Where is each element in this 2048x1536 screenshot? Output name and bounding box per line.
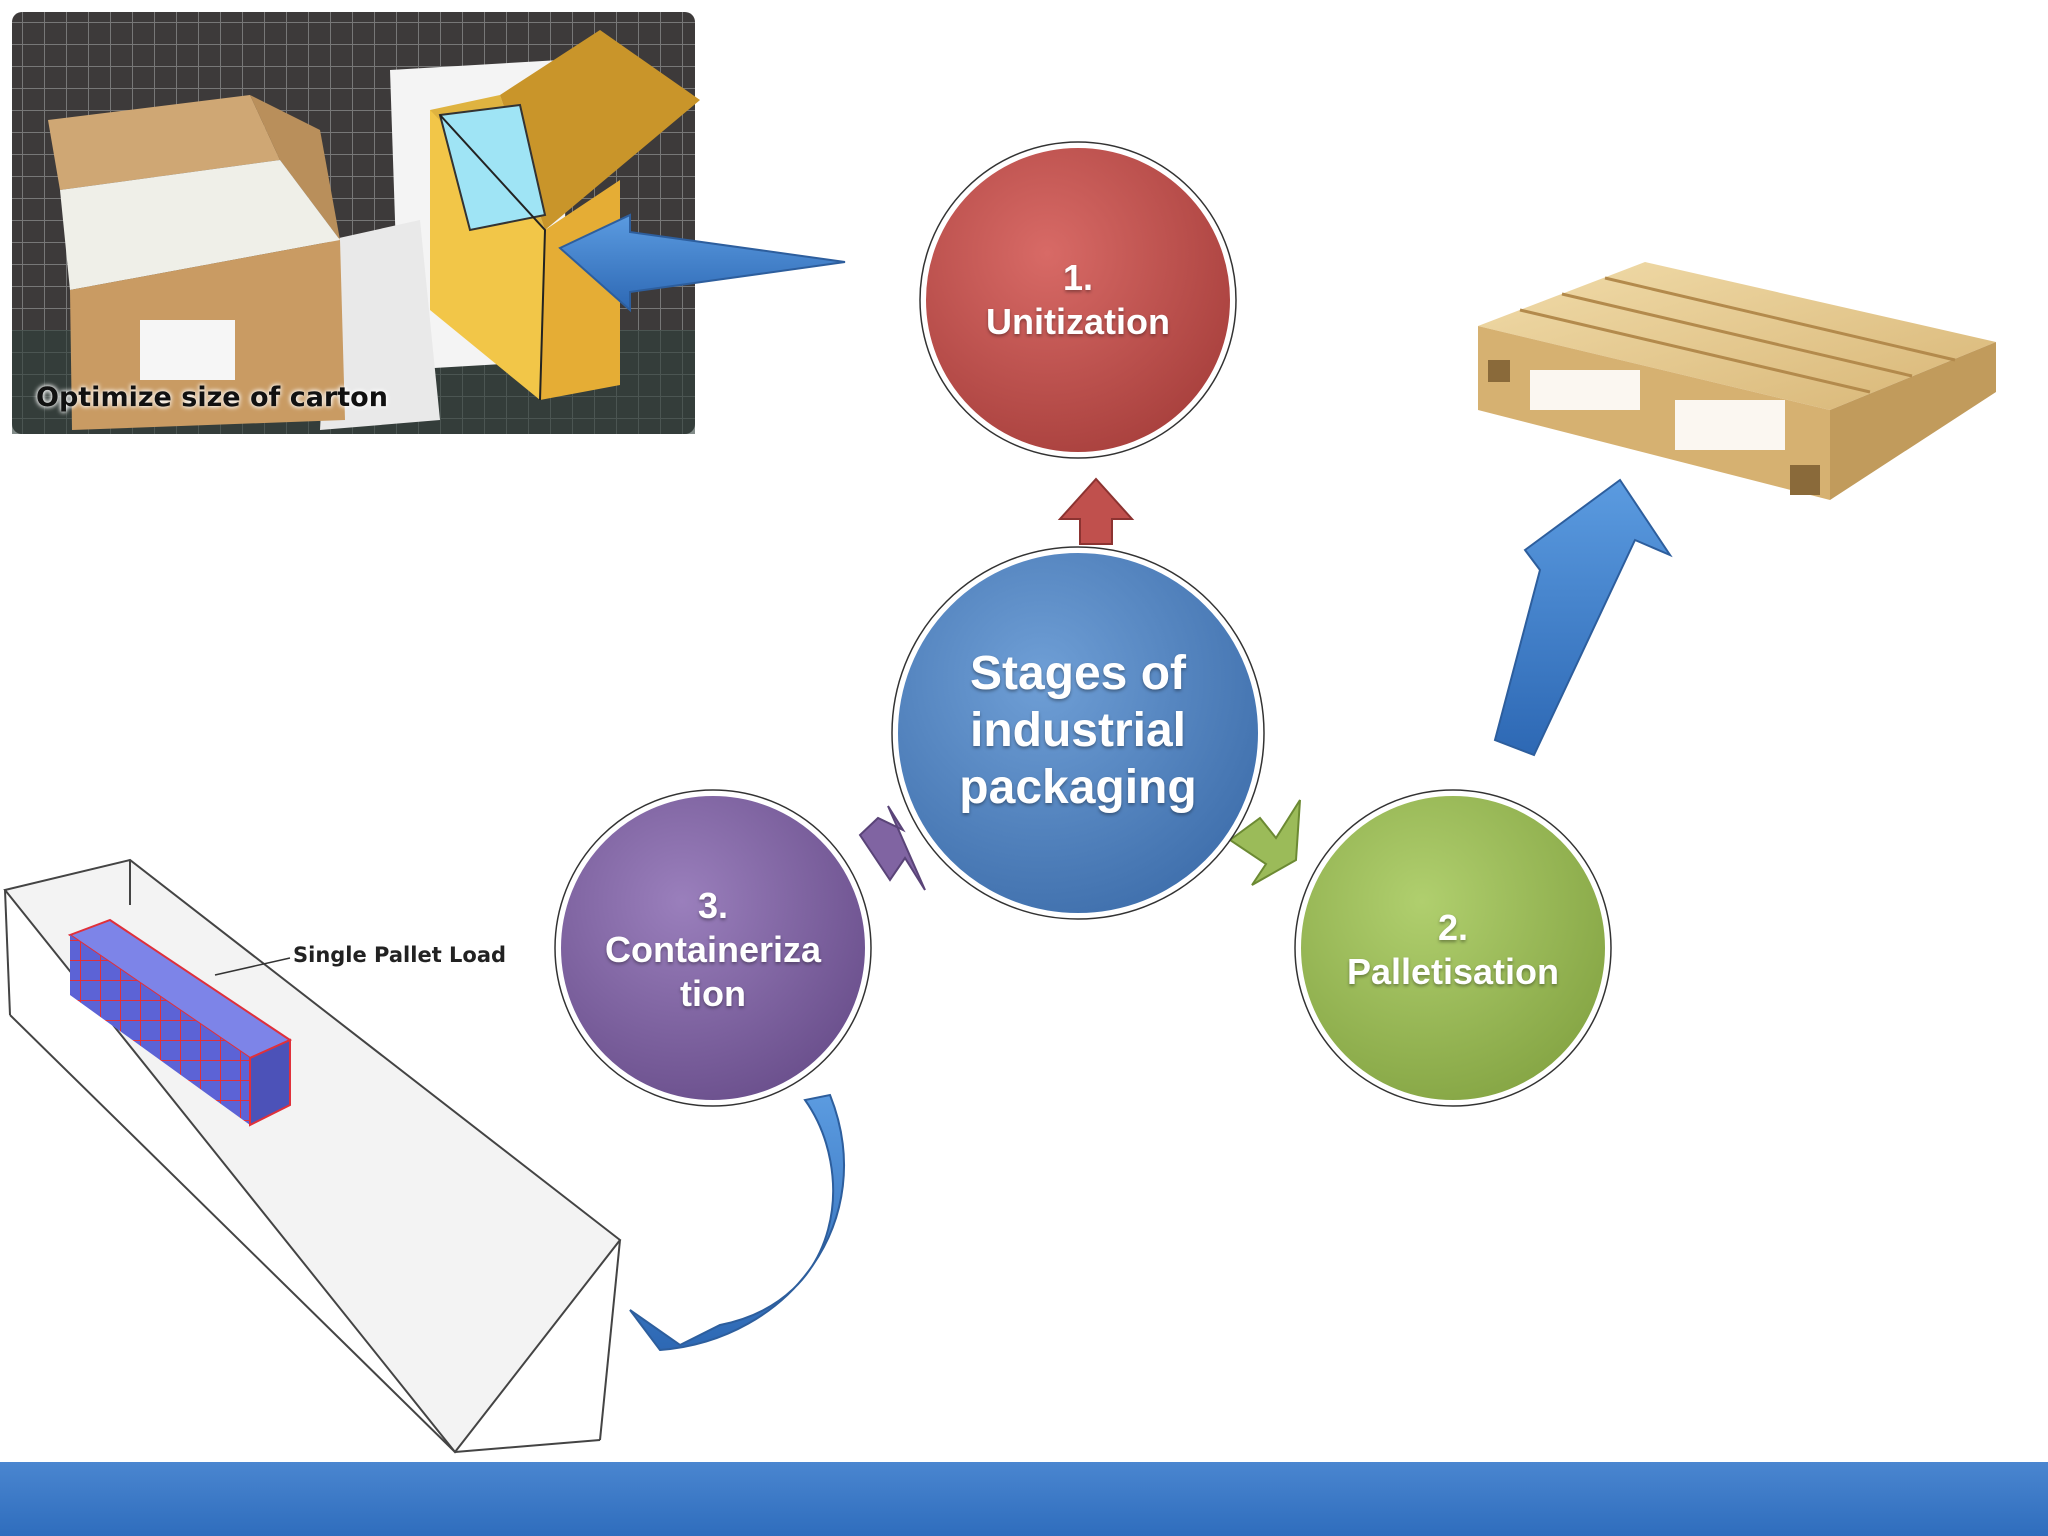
arrow-up-to-stage1-icon [1057, 477, 1135, 545]
stage2-number: 2. [1437, 907, 1469, 948]
curved-arrow-to-container-icon [629, 1093, 846, 1352]
single-pallet-load-label: Single Pallet Load [293, 943, 507, 967]
container-drawing [3, 858, 622, 1454]
center-line3: packaging [959, 760, 1197, 814]
stage3-circle [555, 790, 871, 1106]
stage1-circle [920, 142, 1236, 458]
stage3-label: 3. Containeriza tion [573, 880, 853, 1020]
center-line1: Stages of [969, 646, 1187, 700]
center-label: Stages of industrial packaging [898, 640, 1258, 820]
stage2-name: Palletisation [1346, 951, 1560, 992]
footer-bar [0, 1462, 2048, 1536]
arrow-to-stage2-icon [1228, 799, 1301, 886]
center-line2: industrial [969, 703, 1187, 757]
stage2-circle [1295, 790, 1611, 1106]
stage3-line1: Containeriza [604, 929, 822, 970]
stage1-name: Unitization [986, 301, 1170, 342]
arrow-to-pallet-icon [1493, 478, 1673, 757]
pallet-image [1478, 262, 1996, 500]
stage3-number: 3. [697, 885, 729, 926]
carton-caption: Optimize size of carton [36, 382, 388, 413]
stage1-number: 1. [1062, 257, 1094, 298]
arrow-to-stage3-icon [858, 805, 926, 891]
stage2-label: 2. Palletisation [1313, 900, 1593, 1000]
stage1-label: 1. Unitization [938, 240, 1218, 360]
arrow-to-carton-icon [558, 213, 846, 313]
stage3-line2: tion [680, 973, 746, 1014]
center-circle [892, 547, 1264, 919]
carton-photo [12, 12, 846, 434]
